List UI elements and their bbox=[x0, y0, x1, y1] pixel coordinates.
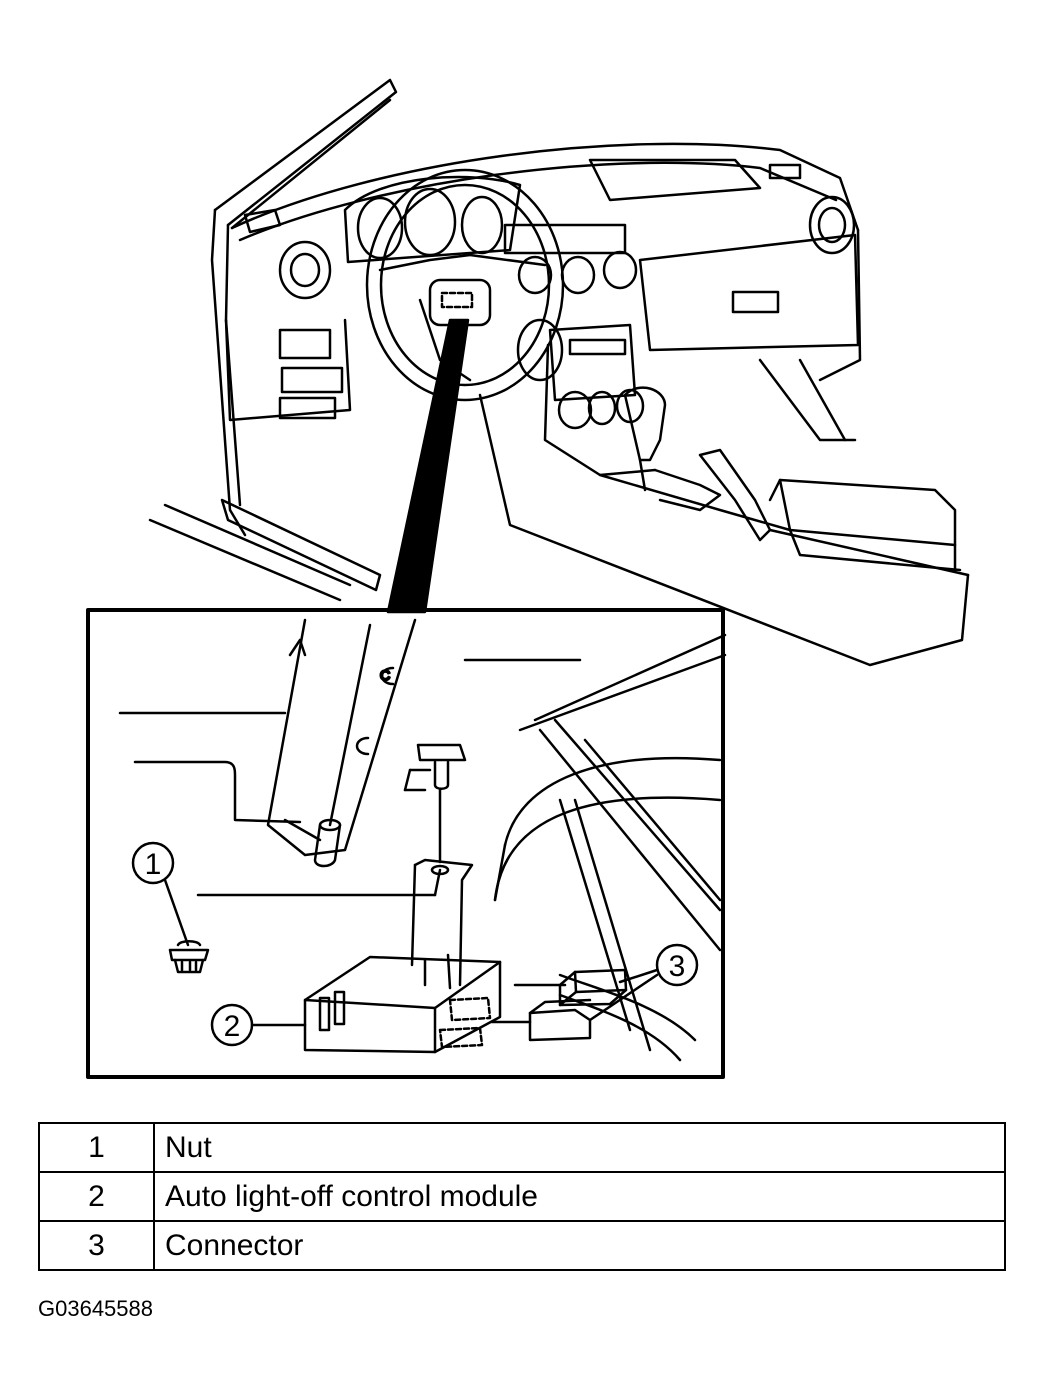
installation-diagram: C bbox=[86, 78, 970, 1079]
legend-number: 2 bbox=[38, 1171, 155, 1222]
dashboard-illustration bbox=[148, 78, 970, 667]
legend-description: Nut bbox=[153, 1122, 1006, 1173]
callout-1: 1 bbox=[131, 841, 190, 947]
detail-inset: C bbox=[86, 608, 727, 1079]
legend-number: 1 bbox=[38, 1122, 155, 1173]
callout-2-number: 2 bbox=[224, 1010, 241, 1043]
callout-1-number: 1 bbox=[145, 848, 162, 881]
legend-row: 3 Connector bbox=[38, 1220, 1006, 1271]
callout-2: 2 bbox=[210, 1003, 307, 1047]
legend-number: 3 bbox=[38, 1220, 155, 1271]
callout-3: 3 bbox=[588, 943, 699, 1022]
module-box bbox=[303, 955, 502, 1054]
legend-table: 1 Nut 2 Auto light-off control module 3 … bbox=[38, 1122, 1006, 1271]
legend-row: 2 Auto light-off control module bbox=[38, 1171, 1006, 1222]
legend-description: Auto light-off control module bbox=[153, 1171, 1006, 1222]
legend-row: 1 Nut bbox=[38, 1122, 1006, 1173]
callout-3-number: 3 bbox=[669, 950, 686, 983]
figure-id: G03645588 bbox=[38, 1296, 153, 1321]
legend-description: Connector bbox=[153, 1220, 1006, 1271]
